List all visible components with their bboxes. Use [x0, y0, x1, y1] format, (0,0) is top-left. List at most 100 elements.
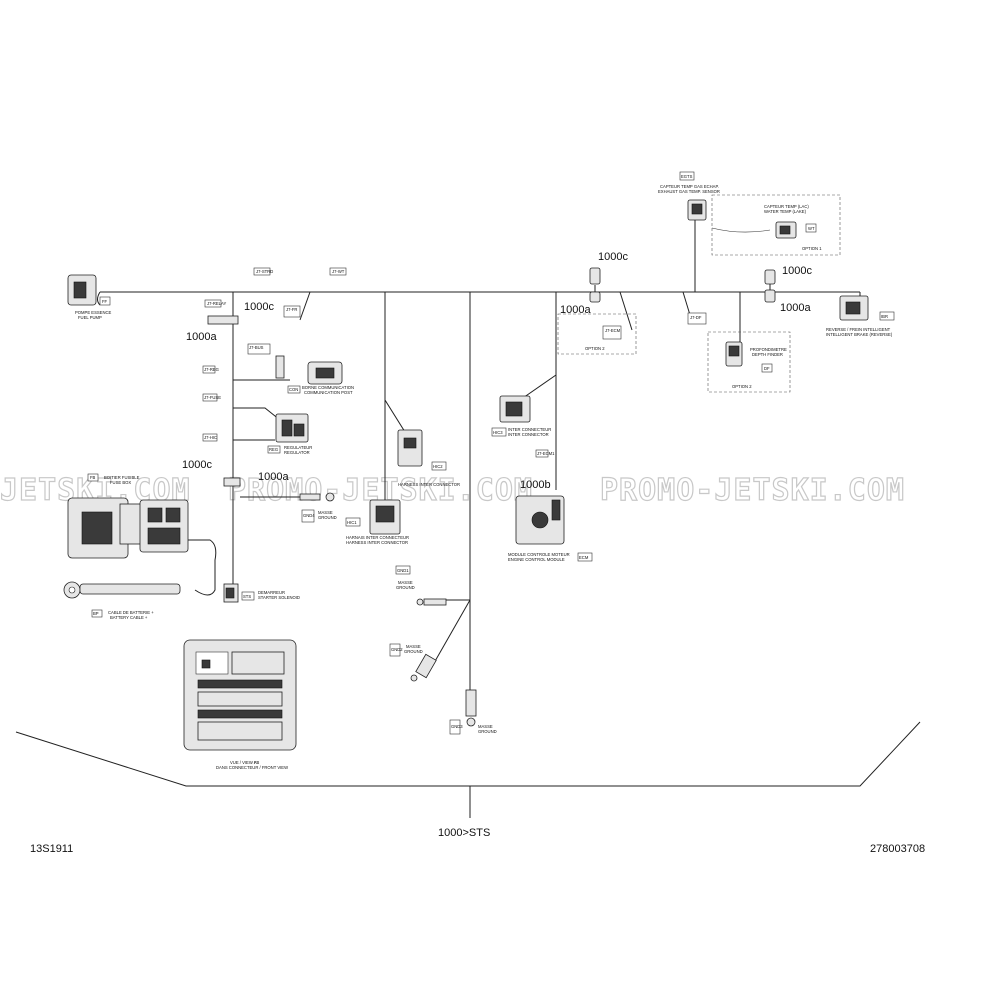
bp-code: BP — [93, 611, 99, 616]
gnd4-lug — [299, 493, 321, 501]
ibr-code: IBR — [881, 314, 888, 319]
fb-code-box — [87, 473, 99, 482]
bp-cable — [79, 583, 181, 595]
fb-view-label-area — [195, 651, 229, 675]
con-port — [315, 367, 335, 379]
bottom-bracket: 1000>STS — [15, 721, 921, 839]
wire-tag-8: J7-ECM — [605, 328, 621, 333]
ibr-label-fr: REVERSE / FREIN INTELLIGENT — [826, 327, 891, 332]
bracket-line — [15, 721, 921, 787]
egts-code-box — [679, 171, 695, 181]
gnd4-label-fr: MASSE — [318, 510, 333, 515]
sts-code: STS — [243, 594, 251, 599]
sts-label-en: STARTER SOLENOID — [258, 595, 300, 600]
ground-1: GND1 MASSE GROUND — [395, 565, 447, 606]
fuse-box-view: VUE / VIEW A FB DANS CONNECTEUR / FRONT … — [183, 639, 297, 770]
wire-tag-box-1 — [253, 267, 271, 276]
fuel-pump: FF POMPE ESSENCE FUEL PUMP — [67, 274, 112, 320]
option-1-box: CAPTEUR TEMP (LAC) WATER TEMP (LAKE) WT … — [711, 194, 841, 256]
harness-inter-connector-2: HIC2 HARNESS INTER CONNECTOR — [397, 429, 460, 487]
main-harness — [97, 215, 861, 690]
callout-1000c-mid: 1000c — [598, 251, 628, 263]
egts-code: EGTS — [681, 174, 693, 179]
con-bracket — [275, 355, 285, 379]
gnd1-label-fr: MASSE — [398, 580, 413, 585]
callout-1000b: 1000b — [520, 479, 551, 491]
engine-control-module: 1000b MODULE CONTROLE MOTEUR ENGINE CONT… — [508, 479, 593, 562]
bp-ring-hole — [68, 586, 76, 594]
gnd2-label-fr: MASSE — [406, 644, 421, 649]
fb-fuse-block — [81, 511, 113, 545]
branch-tag — [682, 291, 691, 316]
regulator: REG REGULATEUR REGULATOR — [267, 413, 312, 455]
ground-4: GND4 MASSE GROUND — [299, 492, 337, 523]
wt-connector — [779, 225, 791, 235]
wire-tag-5: J7-REG — [204, 367, 219, 372]
option2-left-frame — [557, 313, 637, 355]
egts-label-en: EXHAUST GAS TEMP. SENSOR — [658, 189, 720, 194]
reg-code: REG — [269, 447, 278, 452]
gnd1-ring — [416, 598, 424, 606]
option1-label: OPTION 1 — [802, 246, 822, 251]
watermark: JETSKI.COM PROMO-JETSKI.COM PROMO-JETSKI… — [0, 472, 905, 508]
fb-relay-2 — [165, 507, 181, 523]
connector-mid-bottom — [589, 291, 601, 303]
wt-code-box — [805, 223, 817, 233]
wire-tag-box-8 — [602, 325, 622, 340]
wire-tag-box-2 — [329, 267, 347, 276]
wire-tag-11: J7-BUS — [249, 345, 264, 350]
connector-mid: 1000c 1000a — [560, 251, 628, 316]
footer-left-code: 13S1911 — [30, 843, 73, 855]
ecm-code-box — [577, 552, 593, 562]
gnd4-ring — [325, 492, 335, 502]
reg-label-fr: REGULATEUR — [284, 445, 312, 450]
footer-right-code: 278003708 — [870, 843, 925, 855]
gnd3-code-box — [449, 719, 461, 735]
wire-tag-box-5 — [202, 365, 216, 374]
df-code: DF — [764, 366, 770, 371]
footer: 13S1911 278003708 — [30, 843, 925, 855]
reg-fins — [293, 423, 305, 437]
ecm-label-en: ENGINE CONTROL MODULE — [508, 557, 565, 562]
wire-bp — [175, 539, 217, 596]
wt-label-fr: CAPTEUR TEMP (LAC) — [764, 204, 809, 209]
option2-right-frame — [707, 331, 791, 393]
hic3-code: HIC3 — [493, 430, 503, 435]
fb-view-relay-main — [201, 659, 211, 669]
hic1-label-en: HARNESS INTER CONNECTOR — [346, 540, 408, 545]
option2-right-label: OPTION 2 — [732, 384, 752, 389]
gnd2-ring — [410, 674, 418, 682]
connector-right-top — [764, 269, 776, 285]
wire-tags: J7-STRD J7-WT J7-RELAY J7-FR J7-REG J7-F… — [202, 267, 707, 458]
fb-view-row-4 — [197, 721, 283, 741]
connector-mid-top — [589, 267, 601, 285]
reg-label-en: REGULATOR — [284, 450, 310, 455]
connector-left-mid-body — [223, 477, 241, 487]
hic2-label-en: HARNESS INTER CONNECTOR — [398, 482, 460, 487]
egts-connector — [691, 203, 703, 215]
fb-lid — [119, 503, 143, 545]
battery-cable: BP CABLE DE BATTERIE + BATTERY CABLE + — [63, 581, 181, 620]
gnd2-label-en: GROUND — [404, 649, 423, 654]
gnd1-code-box — [395, 565, 411, 575]
gnd1-lug — [423, 598, 447, 606]
gnd3-label-fr: MASSE — [478, 724, 493, 729]
ground-2: GND2 MASSE GROUND — [389, 643, 437, 682]
bp-code-box — [91, 609, 103, 618]
gnd2-code: GND2 — [391, 647, 403, 652]
bp-label-en: BATTERY CABLE + — [110, 615, 148, 620]
watermark-text-2: PROMO-JETSKI.COM — [600, 473, 905, 508]
wire-wt — [711, 227, 771, 233]
wire-tag-box-4 — [283, 305, 301, 318]
wire-tag-4: J7-FR — [286, 307, 297, 312]
communication-post: CON BORNE COMMUNICATION COMMUNICATION PO… — [275, 355, 354, 395]
callout-sts: 1000>STS — [438, 827, 490, 839]
wire-tag-box-9 — [687, 312, 707, 325]
callout-1000c-left-mid: 1000c — [182, 459, 212, 471]
connector-right: 1000c 1000a — [764, 265, 812, 314]
con-label-en: COMMUNICATION POST — [304, 390, 353, 395]
reg-code-box — [267, 445, 281, 454]
df-code-box — [761, 363, 773, 373]
sts-code-box — [241, 591, 255, 601]
